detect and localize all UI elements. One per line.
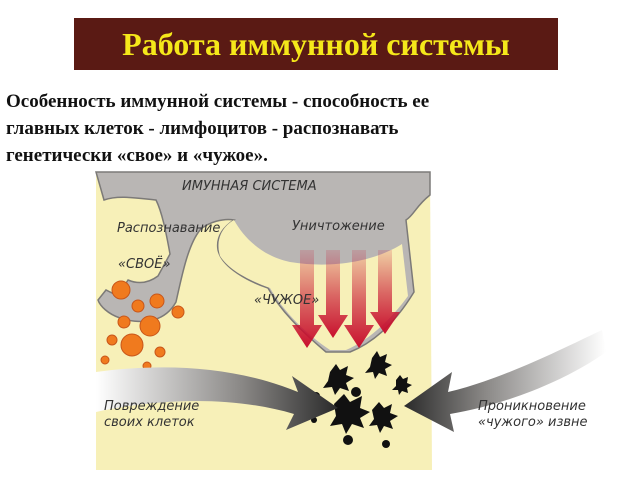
destruction-label: Уничтожение <box>292 219 385 234</box>
subtitle-line-3: генетически «свое» и «чужое». <box>6 145 268 166</box>
penetration-label-line-2: «чужого» извне <box>478 415 588 430</box>
title-banner: Работа иммунной системы <box>74 18 558 70</box>
recognition-label: Распознавание <box>117 221 220 236</box>
penetration-label-line-1: Проникновение <box>478 399 586 414</box>
page-title: Работа иммунной системы <box>122 25 510 62</box>
self-label: «СВОЁ» <box>118 256 171 272</box>
subtitle-text: Особенность иммунной системы - способнос… <box>6 88 606 169</box>
subtitle-line-1: Особенность иммунной системы - способнос… <box>6 91 430 112</box>
foreign-label: «ЧУЖОЕ» <box>254 293 319 308</box>
damage-label-line-1: Повреждение <box>104 399 199 414</box>
system-label: ИМУННАЯ СИСТЕМА <box>182 179 317 194</box>
damage-label-line-2: своих клеток <box>104 415 195 430</box>
subtitle-line-2: главных клеток - лимфоцитов - распознава… <box>6 118 399 139</box>
damage-arrow <box>96 367 338 430</box>
destruction-arrows <box>292 250 400 348</box>
penetration-arrow <box>404 330 606 432</box>
